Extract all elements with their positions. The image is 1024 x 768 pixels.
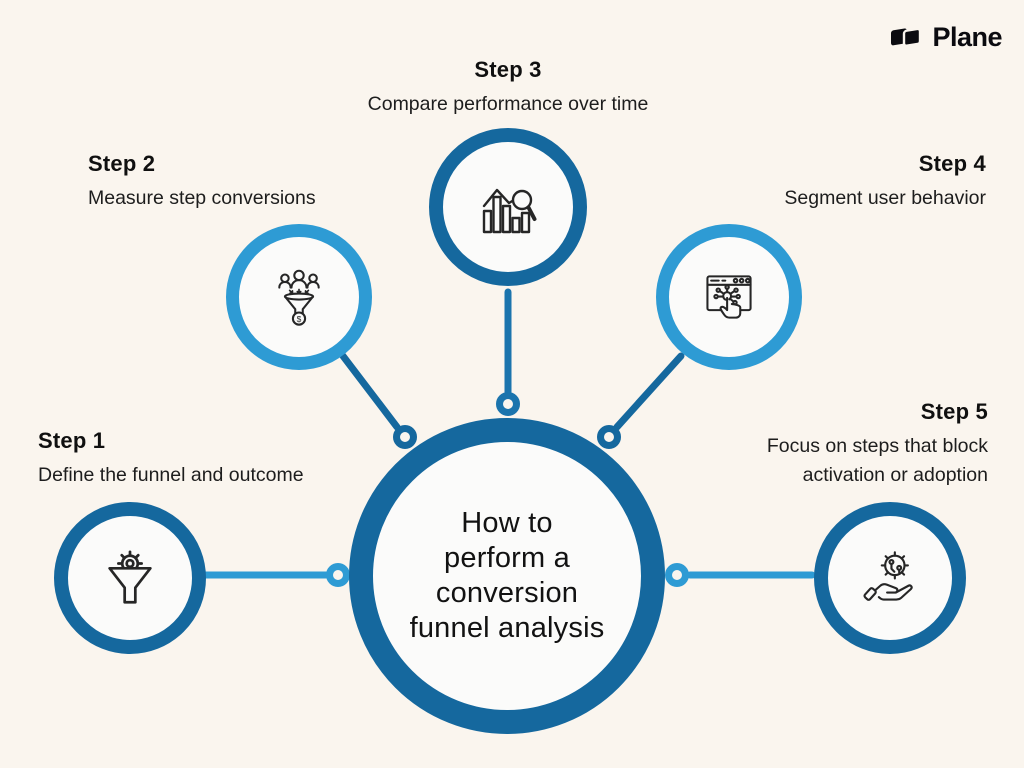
step-2-desc: Measure step conversions	[88, 187, 316, 209]
step-3-label-block: Step 3 Compare performance over time	[258, 57, 758, 119]
hub-circle: How to perform a conversion funnel analy…	[349, 418, 665, 734]
hub-title-line: conversion	[435, 577, 579, 609]
step-1-desc: Define the funnel and outcome	[38, 464, 304, 486]
hub-title-line: funnel analysis	[409, 611, 605, 644]
step-5-title: Step 5	[920, 399, 988, 424]
plane-logo: Plane	[889, 22, 1002, 53]
step-3-desc: Compare performance over time	[367, 93, 649, 115]
step-5-label-block: Step 5 Focus on steps that block activat…	[767, 399, 988, 490]
step-1-title: Step 1	[38, 428, 106, 453]
hub-title-line: How to	[461, 507, 553, 540]
dollar-glyph: $	[297, 314, 302, 324]
step-5-circle	[814, 502, 966, 654]
audience-funnel-dollar-icon: $	[278, 269, 320, 326]
step-4-label-block: Step 4 Segment user behavior	[784, 151, 986, 213]
step-4-circle	[656, 224, 802, 370]
step-3-title: Step 3	[474, 57, 542, 82]
hand-gear-icon	[863, 551, 913, 601]
step-5-desc-line-2: activation or adoption	[802, 464, 988, 486]
step-2-label-block: Step 2 Measure step conversions	[88, 151, 316, 213]
funnel-gear-icon	[108, 550, 152, 604]
step-1-circle	[54, 502, 206, 654]
step-2-circle: $	[226, 224, 372, 370]
step-3-circle	[429, 128, 587, 286]
step-4-desc: Segment user behavior	[784, 187, 986, 209]
hub-title: How to perform a conversion funnel analy…	[410, 506, 605, 645]
bar-chart-magnifier-icon	[482, 188, 537, 234]
hub-title-line: perform a	[444, 542, 570, 575]
step-2-title: Step 2	[88, 151, 156, 176]
plane-logo-mark-icon	[891, 27, 922, 47]
step-5-desc-line-1: Focus on steps that block	[766, 435, 988, 457]
step-4-title: Step 4	[918, 151, 986, 176]
step-1-label-block: Step 1 Define the funnel and outcome	[38, 428, 304, 490]
plane-logo-text: Plane	[932, 22, 1002, 52]
browser-click-segments-icon	[706, 275, 752, 319]
